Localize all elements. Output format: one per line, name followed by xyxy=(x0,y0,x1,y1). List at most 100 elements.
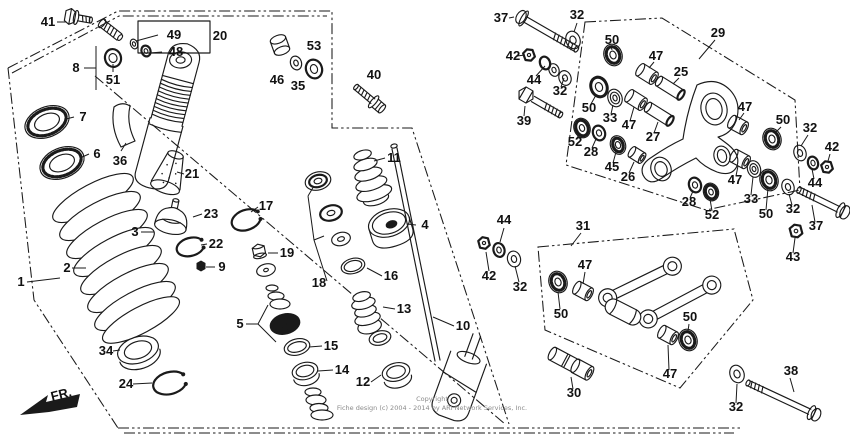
nut-42c-icon xyxy=(820,160,834,174)
callout-47-c: 47 xyxy=(728,172,742,187)
callout-4: 4 xyxy=(421,217,429,232)
fr-direction-indicator: FR. xyxy=(20,384,80,415)
callout-42-b: 42 xyxy=(506,48,520,63)
nut-9-icon xyxy=(196,260,206,272)
bolt-39-icon xyxy=(518,86,564,119)
callout-29: 29 xyxy=(711,25,725,40)
callout-30: 30 xyxy=(567,385,581,400)
washer-32-top-icon xyxy=(565,30,581,50)
boot-5-lower-icon xyxy=(304,387,334,421)
callout-47-e: 47 xyxy=(578,257,592,272)
rocker-arm-icon xyxy=(641,80,739,183)
rocker-arm-assembly xyxy=(573,43,850,239)
fr-label: FR. xyxy=(49,384,73,404)
callout-13: 13 xyxy=(397,301,411,316)
washers-44b-icon xyxy=(538,55,560,77)
callout-45: 45 xyxy=(605,159,619,174)
callout-3: 3 xyxy=(131,224,138,239)
damper-rod-10-icon xyxy=(391,147,441,362)
link-cross-tube-icon xyxy=(604,298,642,326)
callout-12: 12 xyxy=(356,374,370,389)
callout-32-a: 32 xyxy=(513,279,527,294)
callout-18: 18 xyxy=(312,275,326,290)
callout-16: 16 xyxy=(384,268,398,283)
callout-19: 19 xyxy=(280,245,294,260)
bearing-50g-icon xyxy=(548,270,568,294)
washer-32f-icon xyxy=(729,364,745,384)
callout-8: 8 xyxy=(72,60,79,75)
bolt-38-icon xyxy=(745,379,822,422)
washer-32c-icon xyxy=(793,144,807,162)
lower-linkage-assembly xyxy=(547,256,822,422)
callout-32-f: 32 xyxy=(729,399,743,414)
callout-50-f: 50 xyxy=(683,309,697,324)
callout-31: 31 xyxy=(576,218,590,233)
callout-42-c: 42 xyxy=(825,139,839,154)
cup-4-icon xyxy=(367,208,414,249)
callout-50-d: 50 xyxy=(776,112,790,127)
snap-ring-17-icon xyxy=(230,208,263,232)
bearing-50h-icon xyxy=(678,328,698,352)
callout-51: 51 xyxy=(106,72,120,87)
callout-50-b: 50 xyxy=(582,100,596,115)
callout-33-a: 33 xyxy=(603,110,617,125)
nut-42-mid-icon xyxy=(477,236,491,250)
needle-bearing-45-icon xyxy=(609,135,627,155)
seat-14-icon xyxy=(291,361,320,387)
seal-50d-icon xyxy=(589,75,609,99)
callout-48: 48 xyxy=(169,44,183,59)
callout-33-b: 33 xyxy=(744,191,758,206)
washer-32d-icon xyxy=(781,178,795,196)
washer-19-icon xyxy=(256,263,276,277)
copyright-line2: Fiche design (c) 2004 - 2014 by ARI Netw… xyxy=(337,404,527,412)
bushing-47e-icon xyxy=(727,114,749,136)
copyright-line1: Copyright xyxy=(416,395,448,403)
callout-50-e: 50 xyxy=(554,306,568,321)
collar-48-icon xyxy=(140,44,152,58)
callout-47-d: 47 xyxy=(738,99,752,114)
bump-stop-21-icon xyxy=(150,150,184,196)
bolt-37-top-icon xyxy=(515,9,580,53)
callout-28-b: 28 xyxy=(682,194,696,209)
callout-36: 36 xyxy=(113,153,127,168)
washer-18c-icon xyxy=(331,231,351,247)
cone-washer-44c-icon xyxy=(806,155,820,171)
callout-39: 39 xyxy=(517,113,531,128)
callout-1: 1 xyxy=(17,274,24,289)
callout-44-c: 44 xyxy=(808,175,823,190)
bolt-37b-icon xyxy=(796,186,850,220)
bearing-50c-icon xyxy=(603,43,623,67)
lock-ring-7-icon xyxy=(24,105,70,139)
bearing-50f-icon xyxy=(759,168,779,192)
collar-30-icon xyxy=(547,346,595,381)
callout-10: 10 xyxy=(456,318,470,333)
callout-44-a: 44 xyxy=(497,212,512,227)
boot-11-icon xyxy=(353,149,393,207)
coil-spring-icon xyxy=(52,172,181,344)
callout-11: 11 xyxy=(387,150,401,165)
bolt-41-icon xyxy=(63,7,93,25)
adjust-ring-6-icon xyxy=(39,146,85,180)
callout-44-b: 44 xyxy=(527,72,542,87)
ring-51-icon xyxy=(103,47,123,69)
upper-fasteners xyxy=(515,9,581,119)
washer-32b-icon xyxy=(558,70,572,86)
callout-34: 34 xyxy=(99,343,114,358)
grommet-53-icon xyxy=(304,58,324,80)
callout-26: 26 xyxy=(621,169,635,184)
washer-32-mid-icon xyxy=(506,250,522,268)
callout-47-a: 47 xyxy=(649,48,663,63)
washer-33a-icon xyxy=(607,88,623,108)
valve-stack-5-icon xyxy=(265,284,301,335)
left-assembly xyxy=(24,7,334,421)
nut-42b-icon xyxy=(522,48,536,62)
boot-13-icon xyxy=(351,291,382,335)
callout-53: 53 xyxy=(307,38,321,53)
washer-18a-icon xyxy=(304,171,332,191)
nut-43-icon xyxy=(788,223,804,239)
callout-37-a: 37 xyxy=(494,10,508,25)
callout-32-b: 32 xyxy=(570,7,584,22)
callout-24: 24 xyxy=(119,376,134,391)
spring-seat-34-icon xyxy=(117,335,161,371)
